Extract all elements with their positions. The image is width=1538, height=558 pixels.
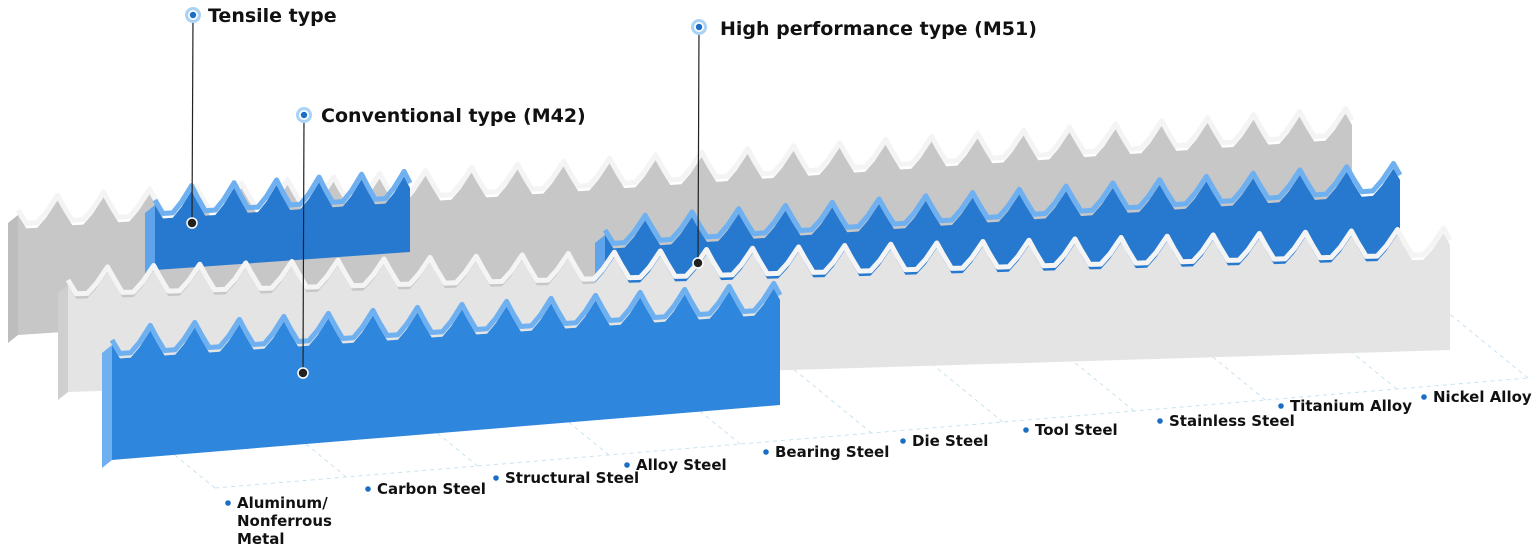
material-label: Nonferrous	[237, 512, 332, 530]
target-icon	[189, 11, 197, 19]
material-label: Stainless Steel	[1169, 412, 1295, 430]
back-blade-teeth	[15, 105, 1355, 226]
material-label: Tool Steel	[1035, 421, 1118, 439]
blades	[8, 105, 1453, 468]
bullet-icon	[225, 500, 231, 506]
target-icon	[300, 111, 308, 119]
high_performance-label: High performance type (M51)	[720, 18, 1037, 40]
tensile-pin	[186, 217, 198, 229]
material-label: Nickel Alloy	[1433, 388, 1532, 406]
bullet-icon	[493, 475, 499, 481]
bullet-icon	[1157, 418, 1163, 424]
target-icon	[695, 23, 703, 31]
bullet-icon	[1278, 403, 1284, 409]
floor-grid	[104, 287, 1529, 489]
middle-blade-teeth	[65, 225, 1453, 297]
conventional-blade-edge	[102, 345, 112, 468]
bullet-icon	[1421, 394, 1427, 400]
bullet-icon	[1023, 427, 1029, 433]
back-blade-edge	[8, 215, 18, 343]
tensile-blade-edge	[145, 205, 155, 278]
material-label: Titanium Alloy	[1290, 397, 1412, 415]
material-label: Metal	[237, 530, 285, 548]
conventional-leader	[302, 114, 305, 374]
material-label: Carbon Steel	[377, 480, 486, 498]
material-label: Structural Steel	[505, 469, 639, 487]
bullet-icon	[763, 449, 769, 455]
conventional-label: Conventional type (M42)	[321, 105, 586, 127]
conventional-blade	[112, 288, 780, 460]
tensile-leader	[191, 14, 194, 224]
callout-leaders	[186, 14, 704, 379]
material-label: Bearing Steel	[775, 443, 889, 461]
bullet-icon	[624, 462, 630, 468]
material-label: Alloy Steel	[636, 456, 727, 474]
tensile-blade-teeth	[152, 168, 413, 216]
tensile-blade	[155, 176, 410, 270]
grid-line	[214, 377, 1529, 489]
bullet-icon	[365, 486, 371, 492]
high_performance-pin	[692, 257, 704, 269]
material-label: Aluminum/	[237, 494, 328, 512]
conventional-pin	[297, 367, 309, 379]
tensile-label: Tensile type	[208, 5, 337, 27]
high_performance-leader	[697, 26, 700, 264]
high-performance-blade-teeth	[602, 161, 1403, 246]
middle-blade-edge	[58, 285, 68, 400]
conventional-blade-teeth	[109, 280, 783, 356]
material-label: Die Steel	[912, 432, 988, 450]
bullet-icon	[900, 438, 906, 444]
